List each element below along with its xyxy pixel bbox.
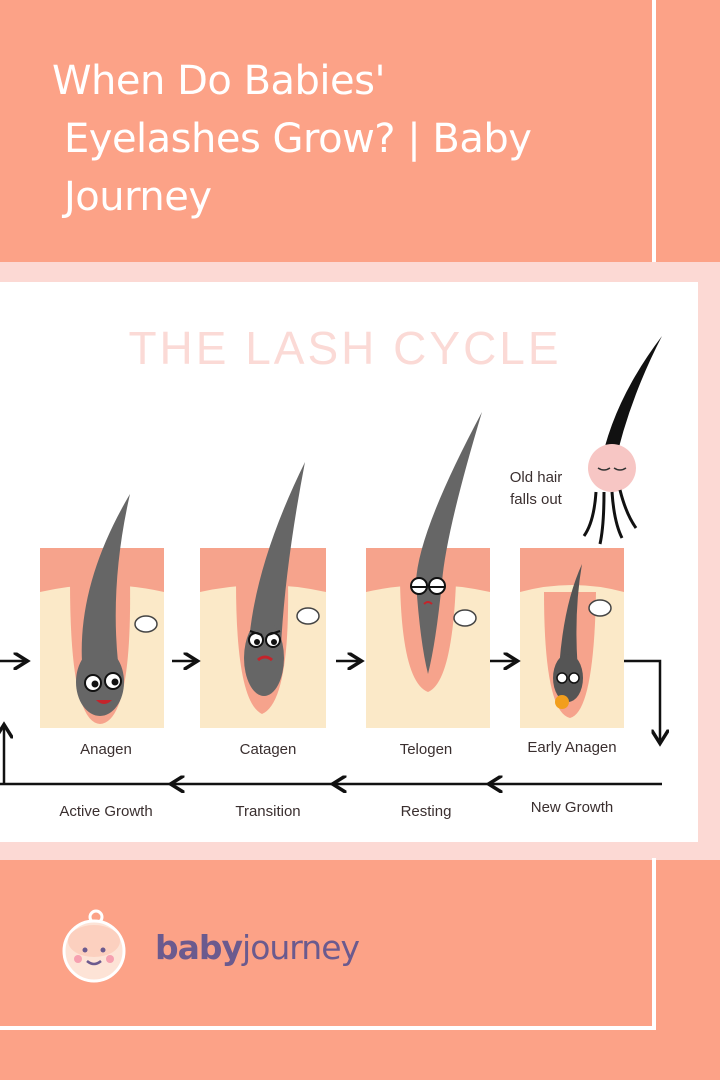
stage-name-telogen: Telogen [400,741,453,758]
title-line-1: When Do Babies' [52,58,385,104]
note-line-1: Old hair [510,469,563,486]
stage-subtitle-catagen: Transition [235,803,300,820]
footer-band [0,860,720,1080]
title-line-2: Eyelashes Grow? | Baby [64,116,532,162]
baby-face-icon [62,909,126,983]
frame-line-bottom-horizontal [0,1026,656,1030]
note-line-2: falls out [510,491,563,508]
stage-name-anagen: Anagen [80,741,132,758]
flow-arrows [0,661,662,784]
stage-anagen-illustration [40,494,164,728]
page-title: When Do Babies' Eyelashes Grow? | Baby J… [52,52,612,226]
stage-name-early-anagen: Early Anagen [527,739,616,756]
babyjourney-logo [62,909,126,983]
stage-subtitle-telogen: Resting [401,803,452,820]
brand-wordmark: babyjourney [155,928,360,967]
stage-telogen-illustration [366,412,490,728]
lash-cycle-card: THE LASH CYCLE [0,282,698,842]
frame-line-bottom-vertical [652,858,656,1030]
header-band [0,0,720,262]
brand-bold: baby [155,928,243,967]
stage-name-catagen: Catagen [240,741,297,758]
stage-subtitle-anagen: Active Growth [59,803,152,820]
title-line-3: Journey [64,174,212,220]
stage-catagen-illustration [200,462,326,728]
stage-early-anagen-illustration [520,336,662,728]
lash-cycle-diagram: THE LASH CYCLE [0,322,698,820]
brand-regular: journey [242,928,360,967]
frame-line-top [652,0,656,262]
diagram-heading: THE LASH CYCLE [128,322,561,374]
stage-subtitle-early-anagen: New Growth [531,799,614,816]
